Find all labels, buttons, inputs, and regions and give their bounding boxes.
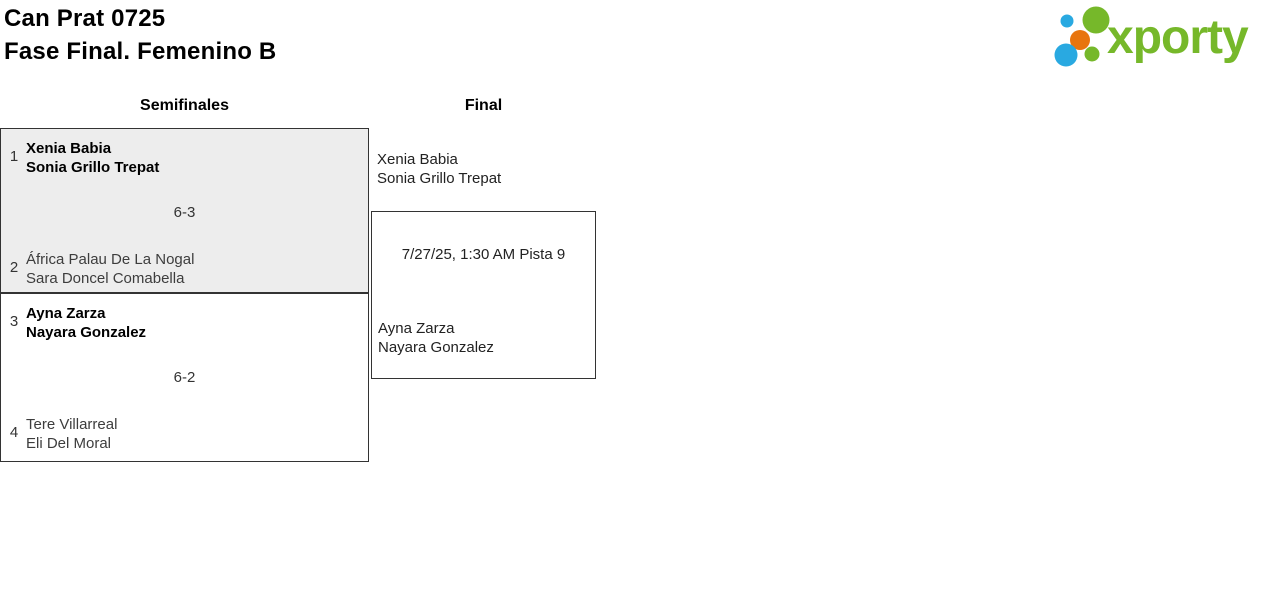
final-match-schedule: 7/27/25, 1:30 AM Pista 9: [401, 246, 566, 263]
player-name: Nayara Gonzalez: [26, 324, 147, 341]
player-name: Sonia Grillo Trepat: [377, 170, 502, 187]
logo-wordmark: xporty: [1107, 11, 1249, 64]
team-players: Xenia Babia Sonia Grillo Trepat: [26, 139, 159, 177]
logo-dot-icon: [1070, 30, 1090, 50]
round-header-semifinals: Semifinales: [140, 97, 229, 114]
player-name: Sara Doncel Comabella: [26, 270, 185, 287]
match-score: 6-2: [173, 369, 196, 386]
semifinal-1-card[interactable]: 1 Xenia Babia Sonia Grillo Trepat 6-3 2 …: [0, 128, 369, 293]
logo-dot-icon: [1054, 43, 1078, 67]
round-header-final: Final: [464, 97, 503, 114]
team-players: Ayna Zarza Nayara Gonzalez: [26, 304, 146, 342]
player-name: África Palau De La Nogal: [26, 251, 195, 268]
xporty-logo[interactable]: xporty: [1045, 0, 1280, 75]
seed-number: 4: [9, 424, 19, 441]
tournament-name: Can Prat 0725: [4, 5, 166, 32]
logo-dot-icon: [1084, 46, 1100, 62]
seed-number: 3: [9, 313, 19, 330]
player-name: Eli Del Moral: [26, 435, 112, 452]
team-players: Tere Villarreal Eli Del Moral: [26, 415, 117, 453]
stage-name: Fase Final. Femenino B: [4, 38, 277, 65]
logo-dot-icon: [1082, 6, 1110, 34]
final-team-bottom: Ayna Zarza Nayara Gonzalez: [378, 319, 494, 357]
player-name: Xenia Babia: [26, 140, 112, 157]
player-name: Tere Villarreal: [26, 416, 118, 433]
final-team-top: Xenia Babia Sonia Grillo Trepat: [377, 150, 501, 188]
seed-number: 1: [9, 148, 19, 165]
player-name: Ayna Zarza: [26, 305, 106, 322]
player-name: Sonia Grillo Trepat: [26, 159, 160, 176]
page-title: Can Prat 0725 Fase Final. Femenino B: [4, 2, 276, 68]
final-match-card[interactable]: 7/27/25, 1:30 AM Pista 9 Ayna Zarza Naya…: [371, 211, 596, 379]
match-score: 6-3: [173, 204, 196, 221]
xporty-logo-graphic: xporty: [1054, 6, 1250, 67]
player-name: Xenia Babia: [377, 151, 458, 168]
seed-number: 2: [9, 259, 19, 276]
player-name: Nayara Gonzalez: [378, 339, 494, 356]
semifinal-2-card[interactable]: 3 Ayna Zarza Nayara Gonzalez 6-2 4 Tere …: [0, 293, 369, 462]
logo-dot-icon: [1060, 14, 1074, 28]
team-players: África Palau De La Nogal Sara Doncel Com…: [26, 250, 194, 288]
player-name: Ayna Zarza: [378, 320, 455, 337]
